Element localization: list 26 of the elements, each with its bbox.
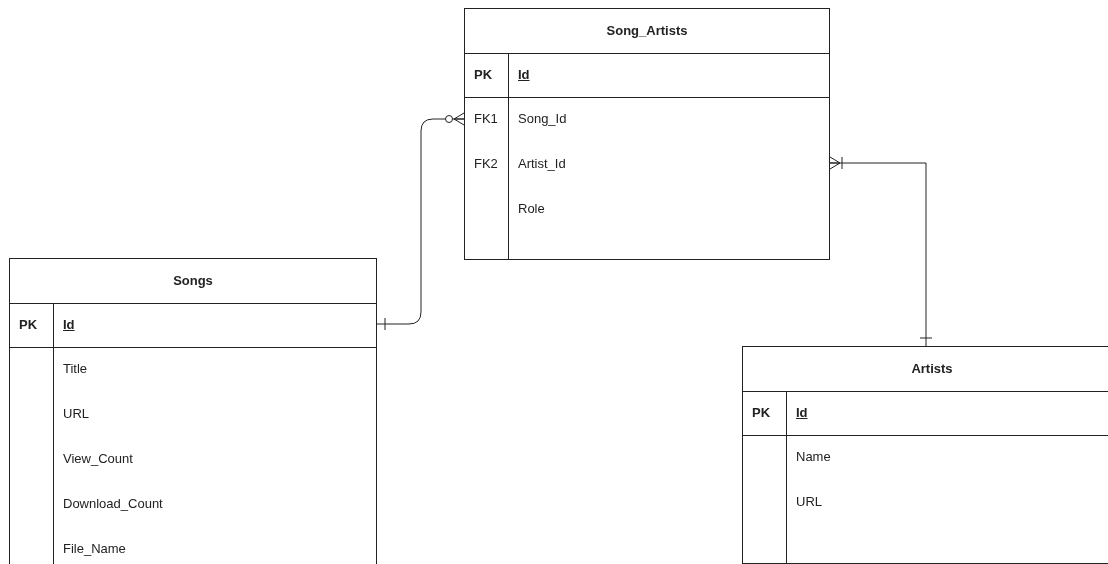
column-name: Role [518, 200, 545, 218]
table-box [9, 258, 377, 564]
key-label: FK2 [474, 155, 498, 173]
column-name: Id [518, 66, 530, 84]
column-name: Title [63, 360, 88, 378]
column-name: Artist_Id [518, 155, 566, 173]
table-title: Songs [173, 272, 213, 290]
key-label: PK [474, 66, 493, 84]
relationship-line [829, 156, 933, 347]
table-box [742, 346, 1108, 564]
column-name: Song_Id [518, 110, 567, 128]
table-box [464, 8, 830, 260]
key-label: PK [752, 404, 771, 422]
column-name: Download_Count [63, 495, 163, 513]
column-name: URL [63, 405, 89, 423]
column-name: URL [796, 493, 822, 511]
column-name: Name [796, 448, 831, 466]
column-name: Id [63, 316, 75, 334]
column-name: Id [796, 404, 808, 422]
relationship-line [376, 112, 465, 331]
table-title: Song_Artists [606, 22, 688, 40]
table-title: Artists [911, 360, 953, 378]
key-label: FK1 [474, 110, 498, 128]
key-label: PK [19, 316, 38, 334]
column-name: View_Count [63, 450, 133, 468]
column-name: File_Name [63, 540, 126, 558]
